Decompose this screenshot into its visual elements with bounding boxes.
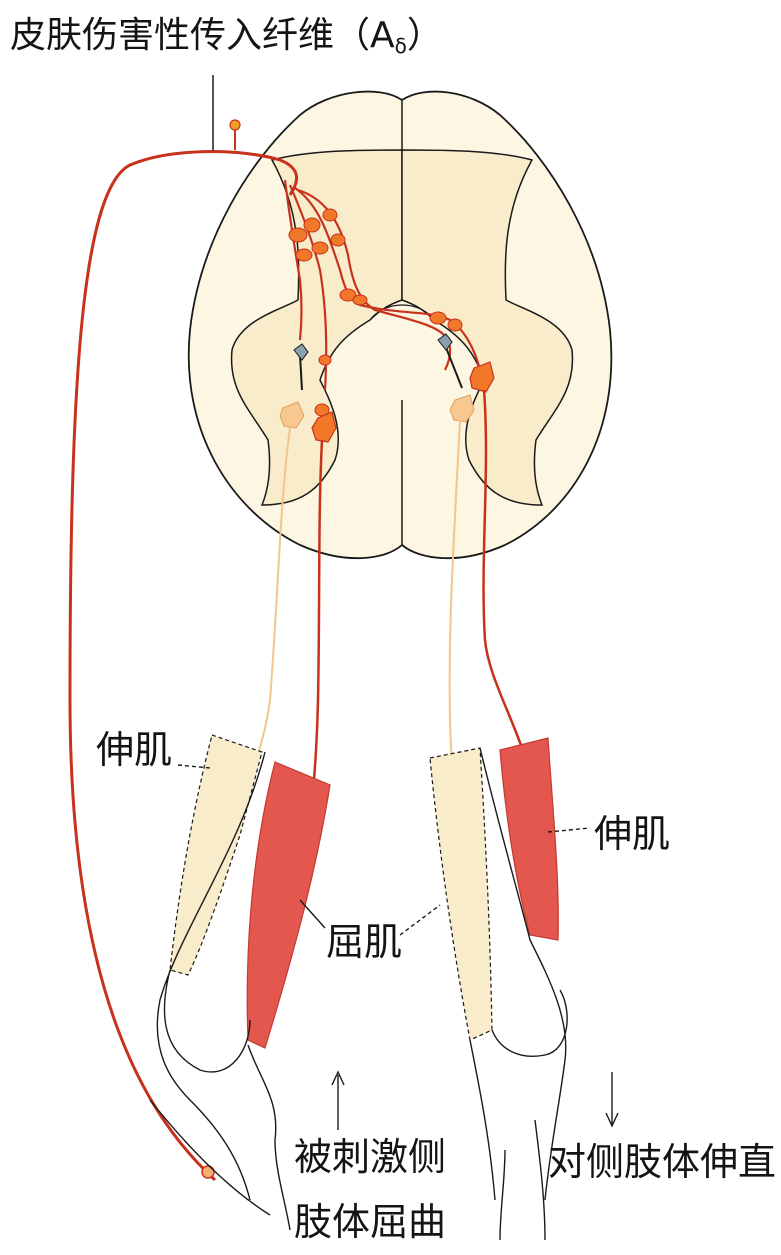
interneuron-cell <box>448 319 462 331</box>
right-leg <box>430 738 567 1240</box>
skin-receptor <box>202 1166 214 1178</box>
interneuron-cell <box>312 242 328 254</box>
spinal-cord-cross-section <box>189 92 612 559</box>
right-extensor-muscle <box>500 738 558 940</box>
flexion-arrow-up <box>332 1072 344 1130</box>
left-flexor-muscle <box>247 762 330 1048</box>
afferent-ganglion <box>230 120 240 130</box>
flexor-pointer-left <box>300 900 325 928</box>
afferent-fiber-title: 皮肤伤害性传入纤维（Aδ） <box>10 14 443 68</box>
extension-arrow-down <box>606 1072 618 1126</box>
interneuron-cell <box>323 209 337 221</box>
interneuron-cell <box>353 295 367 305</box>
interneuron-cell <box>289 228 307 242</box>
interneuron-cell <box>296 249 312 261</box>
extensor-muscle-label-right: 伸肌 <box>594 812 670 856</box>
interneuron-cell <box>331 234 345 246</box>
stimulated-side-label-line2: 肢体屈曲 <box>294 1200 446 1244</box>
stimulated-side-label-line1: 被刺激侧 <box>294 1135 446 1179</box>
contralateral-label: 对侧肢体伸直 <box>548 1140 776 1184</box>
flexor-muscle-label: 屈肌 <box>326 920 402 964</box>
right-flexor-muscle <box>430 748 492 1040</box>
interneuron-cell <box>319 355 331 365</box>
flexor-pointer-right <box>400 905 440 935</box>
extensor-muscle-label-left: 伸肌 <box>96 728 172 772</box>
interneuron-cell <box>304 218 320 232</box>
interneuron-cell <box>430 312 446 324</box>
